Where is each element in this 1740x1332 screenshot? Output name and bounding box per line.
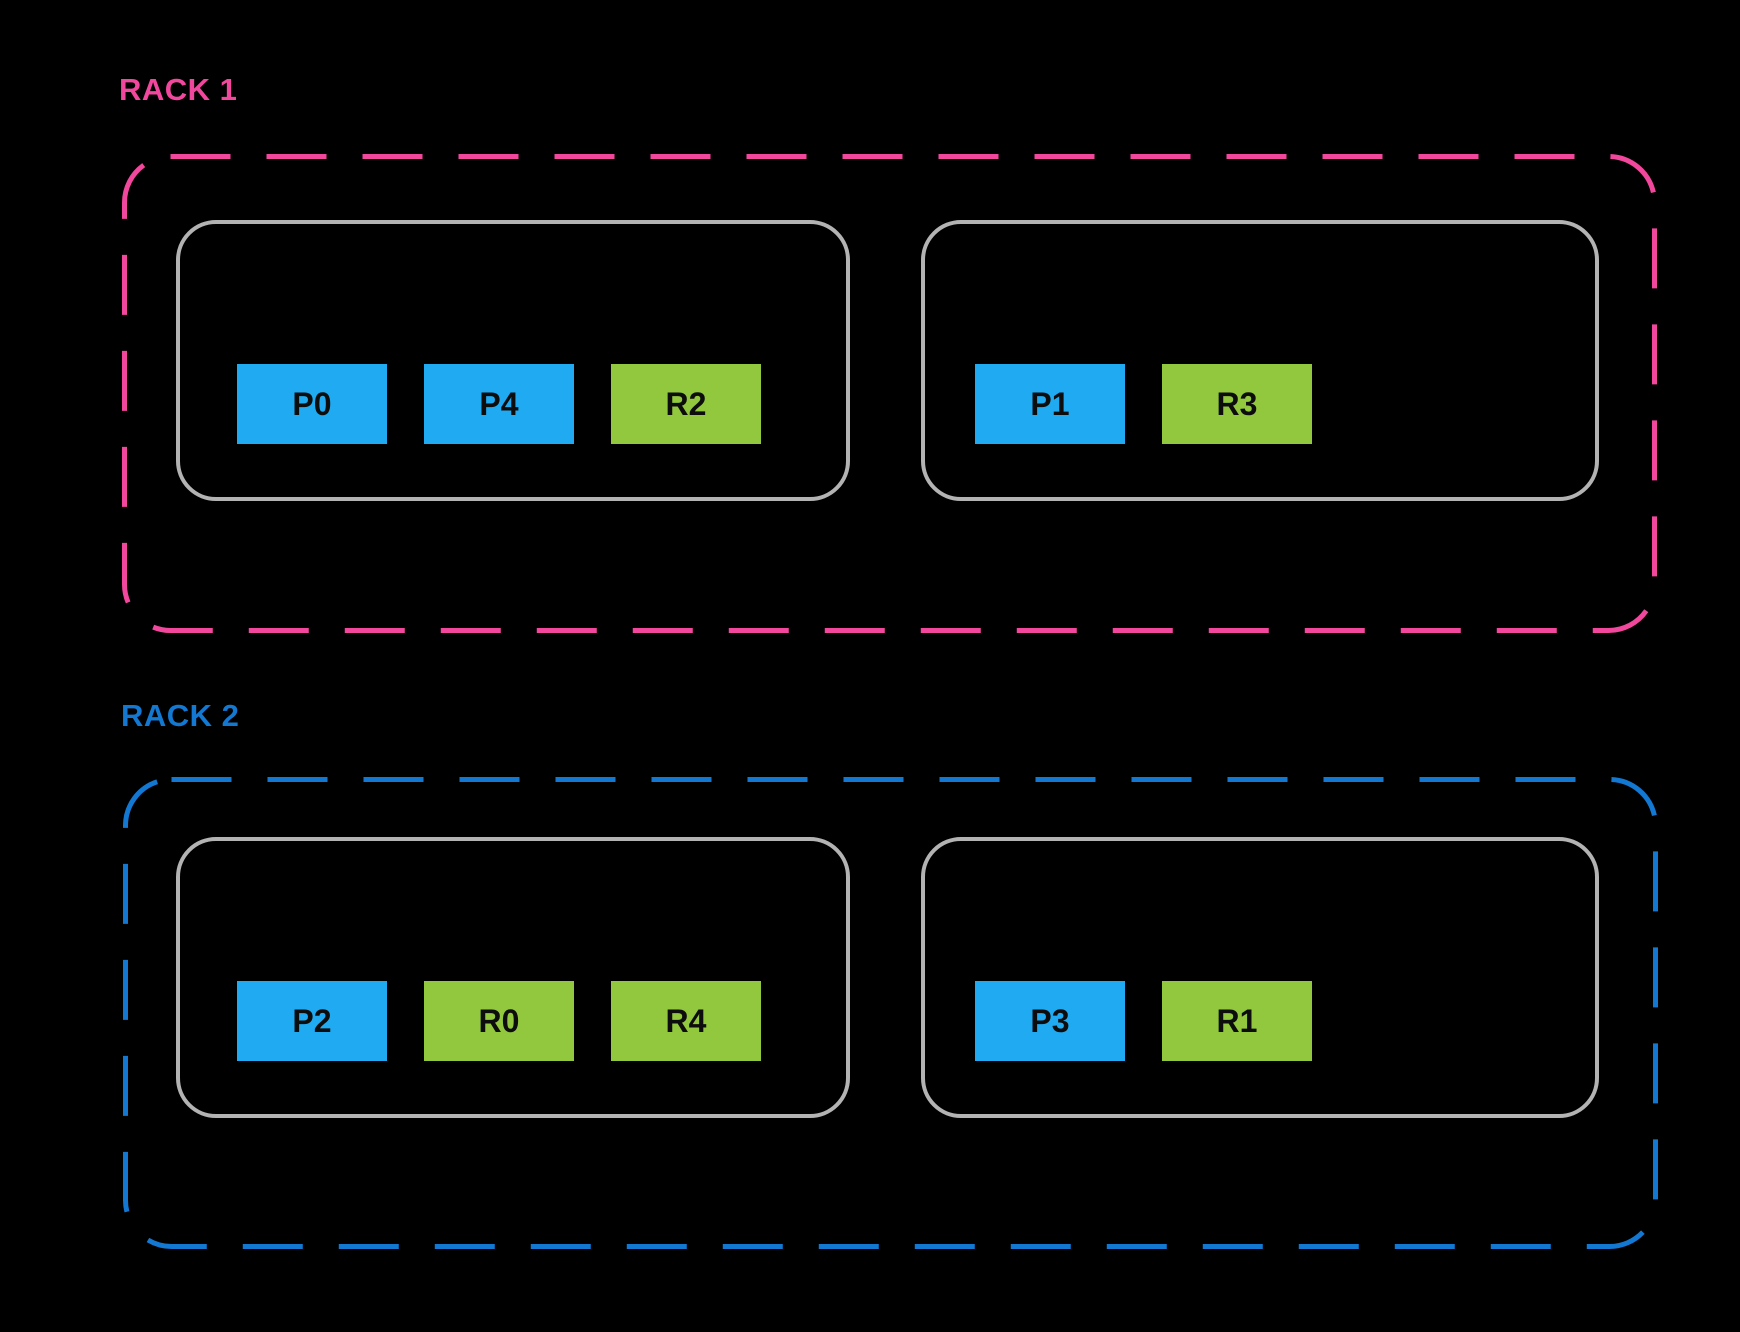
rack2-node-1-box-row: P2 R0 R4 xyxy=(237,981,761,1061)
rack2-node-1: P2 R0 R4 xyxy=(176,837,850,1118)
box-r1: R1 xyxy=(1162,981,1312,1061)
box-p4: P4 xyxy=(424,364,574,444)
box-p3: P3 xyxy=(975,981,1125,1061)
rack1-node-1: P0 P4 R2 xyxy=(176,220,850,501)
box-r3: R3 xyxy=(1162,364,1312,444)
box-p2: P2 xyxy=(237,981,387,1061)
rack1-node-2-box-row: P1 R3 xyxy=(975,364,1312,444)
rack2-label: RACK 2 xyxy=(121,698,240,733)
box-p0: P0 xyxy=(237,364,387,444)
rack1-node-2: P1 R3 xyxy=(921,220,1599,501)
box-r0: R0 xyxy=(424,981,574,1061)
box-p1: P1 xyxy=(975,364,1125,444)
rack1-node-1-box-row: P0 P4 R2 xyxy=(237,364,761,444)
rack2-node-2-box-row: P3 R1 xyxy=(975,981,1312,1061)
rack2-node-2: P3 R1 xyxy=(921,837,1599,1118)
box-r2: R2 xyxy=(611,364,761,444)
box-r4: R4 xyxy=(611,981,761,1061)
rack1-label: RACK 1 xyxy=(119,72,238,107)
